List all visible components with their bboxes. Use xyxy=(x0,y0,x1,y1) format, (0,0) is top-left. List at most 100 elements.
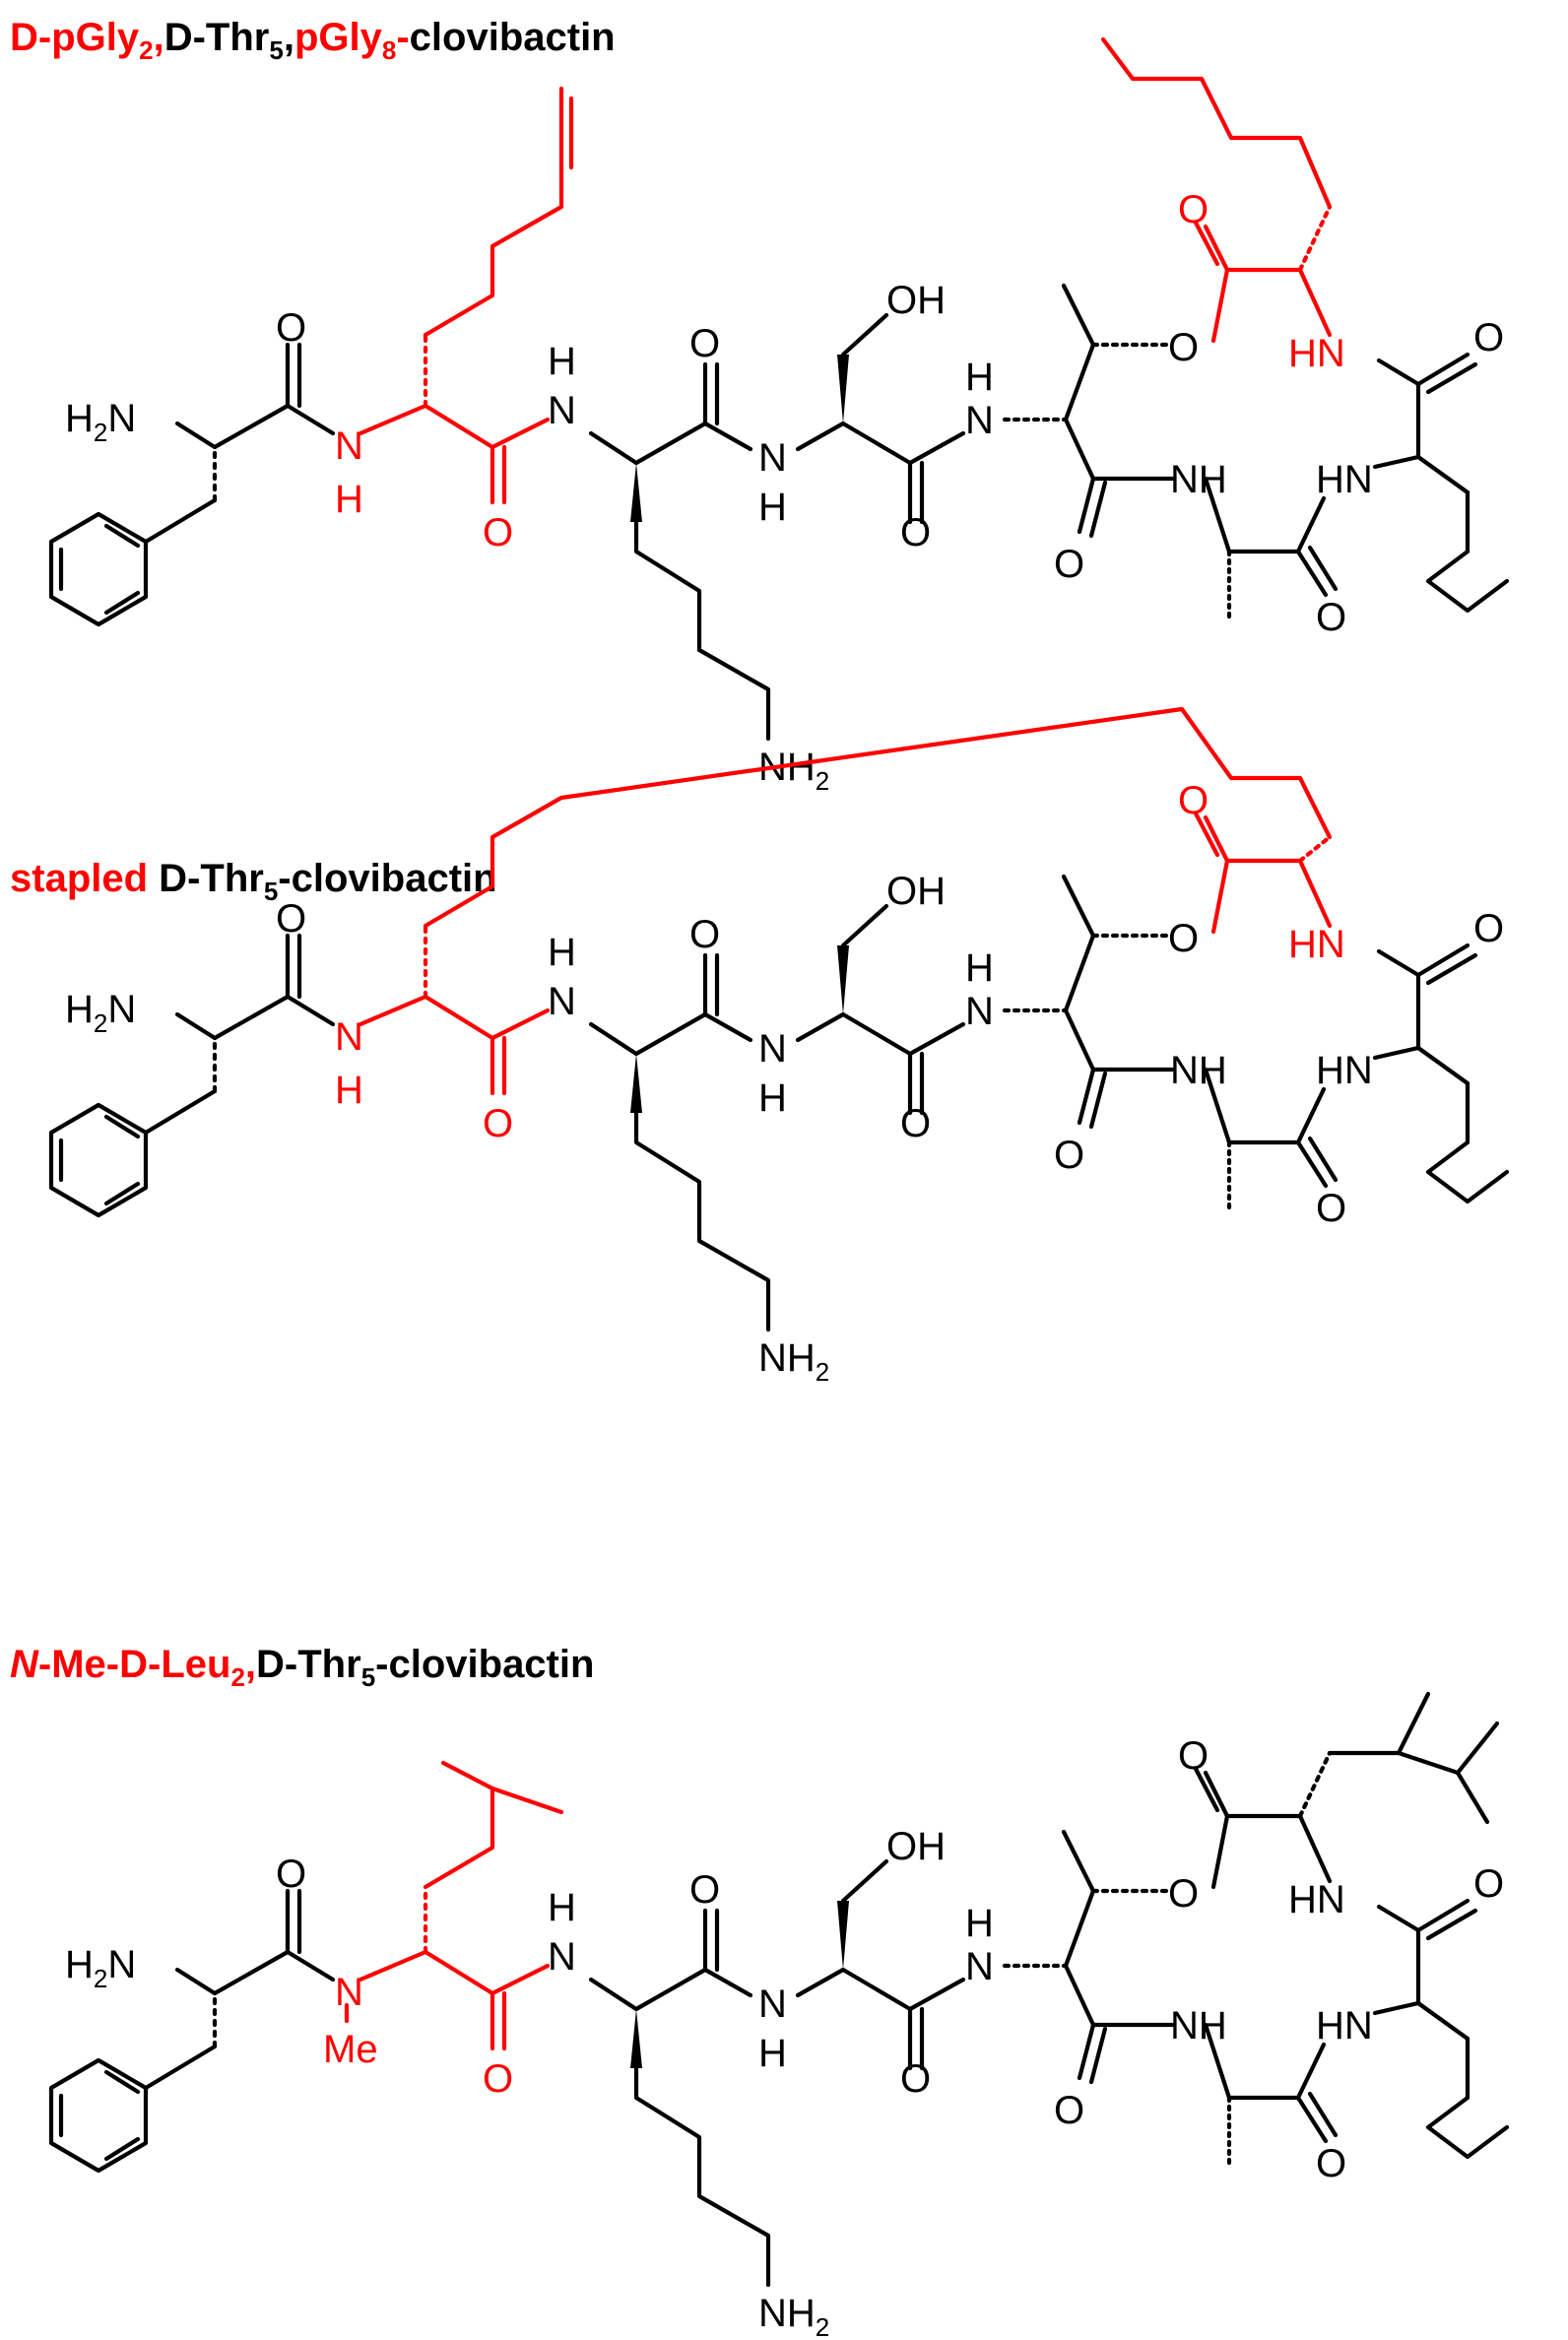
thr5-macrocycle xyxy=(1002,874,1510,1214)
carbonyl-o-label: O xyxy=(1473,316,1504,359)
lys-residue xyxy=(588,361,771,742)
compound-panel-2: stapled D-Thr5-clovibactin H2N O xyxy=(0,706,1568,1576)
hn-label: HN xyxy=(1316,458,1373,501)
carbonyl-o-label: O xyxy=(1054,1134,1084,1177)
compound-panel-1: D-pGly2,D-Thr5,pGly8-clovibactin H2N O xyxy=(0,0,1568,796)
amide-h-label: H xyxy=(548,931,576,974)
carbonyl-o-label: O xyxy=(900,2057,931,2101)
carbonyl-o-label: O xyxy=(900,1102,931,1145)
ester-o-label: O xyxy=(1168,917,1199,960)
hydroxyl-label: OH xyxy=(886,1825,946,1868)
staple-residue-2 xyxy=(358,706,1333,1096)
carbonyl-o-label: O xyxy=(1178,188,1209,231)
carbonyl-o-label: O xyxy=(483,1102,513,1145)
carbonyl-o-label: O xyxy=(1473,907,1504,950)
amide-n-label: N xyxy=(965,1945,994,1988)
title-part: -clovibactin xyxy=(375,1643,595,1686)
phe-residue xyxy=(143,342,336,545)
carbonyl-o-label: O xyxy=(1054,543,1084,586)
hn-label: HN xyxy=(1316,1049,1373,1092)
carbonyl-o-label: O xyxy=(1178,779,1209,822)
carbonyl-o-label: O xyxy=(1054,2089,1084,2132)
staple-residue-8 xyxy=(1193,811,1333,935)
title-part: pGly xyxy=(294,16,382,59)
structure-2: H2N O N H O H N O NH2 xyxy=(48,706,1510,1387)
ser-residue xyxy=(795,312,966,525)
carbonyl-o-label: O xyxy=(276,897,306,941)
amide-h-label: H xyxy=(548,340,576,383)
amide-n-label: N xyxy=(758,1027,787,1071)
amide-h-label: H xyxy=(965,946,994,990)
phe-residue xyxy=(143,933,336,1136)
compound-title-2: stapled D-Thr5-clovibactin xyxy=(10,857,497,904)
nh2-label: NH2 xyxy=(758,1336,829,1387)
title-part: D xyxy=(119,1643,148,1686)
title-subscript: 5 xyxy=(263,877,279,906)
hn-label: HN xyxy=(1288,1878,1345,1921)
hydroxyl-label: OH xyxy=(886,870,946,913)
amide-n-label: N xyxy=(335,1971,363,2014)
title-part: clovibactin xyxy=(409,16,616,59)
structure-3: H2N O N Me O H N O NH2 xyxy=(48,1691,1510,2340)
carbonyl-o-label: O xyxy=(276,306,306,350)
ser-residue xyxy=(795,1858,966,2071)
title-part: D xyxy=(163,16,193,59)
title-part: -Thr xyxy=(187,857,264,900)
lys-residue xyxy=(588,952,771,1332)
amide-h-label: H xyxy=(965,1902,994,1945)
carbonyl-o-label: O xyxy=(689,322,720,365)
amide-h-label: H xyxy=(335,1069,363,1112)
amide-h-label: H xyxy=(965,356,994,399)
compound-title-3: N-Me-D-Leu2,D-Thr5-clovibactin xyxy=(10,1643,595,1690)
amide-n-label: N xyxy=(758,1982,787,2026)
hn-label: HN xyxy=(1288,923,1345,966)
phe-residue xyxy=(143,1888,336,2091)
title-part: D xyxy=(10,16,38,59)
amide-n-label: N xyxy=(548,1935,576,1979)
title-part: -clovibactin xyxy=(278,857,497,900)
phenyl-ring xyxy=(48,1102,149,1218)
compound-title-1: D-pGly2,D-Thr5,pGly8-clovibactin xyxy=(10,16,616,63)
title-subscript: 2 xyxy=(230,1662,245,1692)
carbonyl-o-label: O xyxy=(483,2057,513,2101)
amide-n-label: N xyxy=(335,1015,363,1059)
hn-label: HN xyxy=(1316,2004,1373,2048)
title-subscript: 5 xyxy=(269,35,284,65)
structure-1: H2N O N H O H N O NH2 xyxy=(48,36,1510,796)
amide-h-label: H xyxy=(335,478,363,521)
carbonyl-o-label: O xyxy=(689,1868,720,1912)
title-part: -Me- xyxy=(37,1643,120,1686)
title-subscript: 8 xyxy=(381,35,397,65)
nh-label: NH xyxy=(1170,2004,1227,2048)
amide-n-label: N xyxy=(758,436,787,480)
lys-residue xyxy=(588,1908,771,2288)
title-part: -pGly xyxy=(37,16,140,59)
pgly8-residue xyxy=(1100,36,1333,344)
amide-n-label: N xyxy=(548,389,576,432)
carbonyl-o-label: O xyxy=(276,1852,306,1896)
amide-h-label: H xyxy=(758,1076,787,1120)
methyl-label: Me xyxy=(323,2028,378,2071)
h2n-label: H2N xyxy=(65,397,136,447)
amide-h-label: H xyxy=(548,1886,576,1929)
carbonyl-o-label: O xyxy=(1473,1862,1504,1906)
amide-h-label: H xyxy=(758,486,787,529)
ser-residue xyxy=(795,903,966,1116)
compound-panel-3: N-Me-D-Leu2,D-Thr5-clovibactin H2N O xyxy=(0,1576,1568,2340)
thr5-macrocycle xyxy=(1002,283,1510,623)
nh2-label: NH2 xyxy=(758,2292,829,2340)
hydroxyl-label: OH xyxy=(886,279,946,322)
amide-n-label: N xyxy=(965,990,994,1033)
carbonyl-o-label: O xyxy=(1178,1734,1209,1778)
carbonyl-o-label: O xyxy=(689,913,720,956)
nh-label: NH xyxy=(1170,1049,1227,1092)
title-part: D xyxy=(159,857,188,900)
title-part: -Thr xyxy=(284,1643,361,1686)
pgly2-residue xyxy=(358,86,574,505)
carbonyl-o-label: O xyxy=(1316,2142,1346,2185)
title-part: stapled xyxy=(10,857,149,900)
amide-n-label: N xyxy=(965,399,994,442)
amide-h-label: H xyxy=(758,2032,787,2075)
title-part: N xyxy=(10,1643,38,1686)
title-part: -Leu xyxy=(148,1643,231,1686)
